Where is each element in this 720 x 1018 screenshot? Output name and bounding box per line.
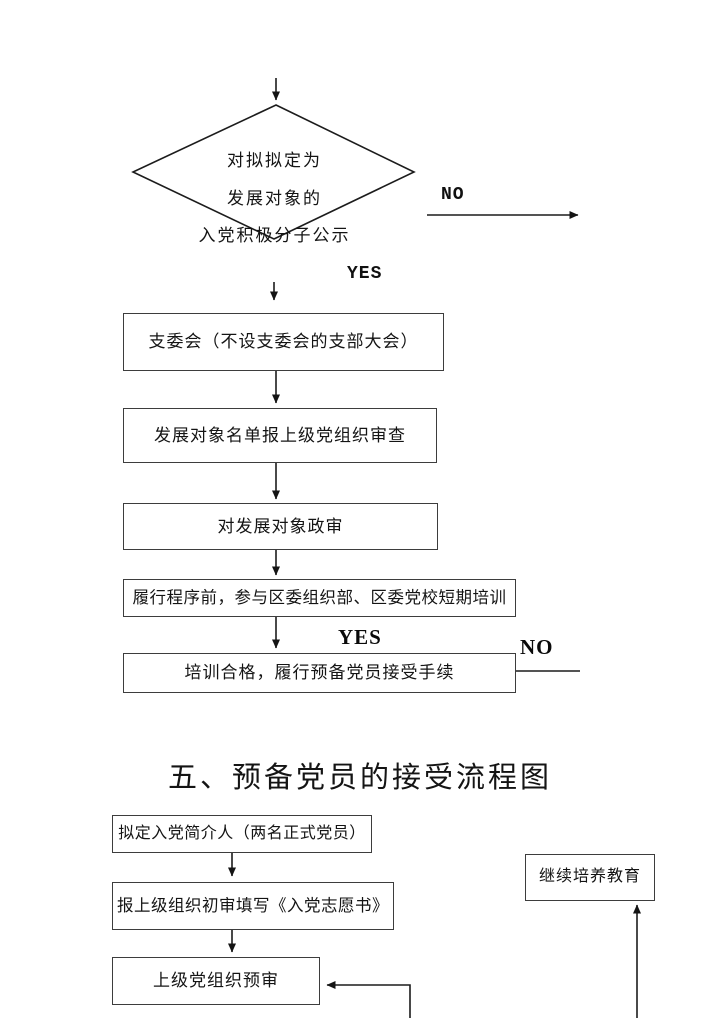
arrow-feedback-into-box8 xyxy=(326,981,411,1018)
node-political-review: 对发展对象政审 xyxy=(123,503,438,550)
node-branch-committee: 支委会（不设支委会的支部大会） xyxy=(123,313,444,371)
node-report-namelist: 发展对象名单报上级党组织审查 xyxy=(123,408,437,463)
node-fill-application-form: 报上级组织初审填写《入党志愿书》 xyxy=(112,882,394,930)
node-training-qualified: 培训合格，履行预备党员接受手续 xyxy=(123,653,516,693)
no-label-top: NO xyxy=(441,185,465,205)
no-label-bold: NO xyxy=(520,635,554,659)
node-higher-org-preview: 上级党组织预审 xyxy=(112,957,320,1005)
node-short-term-training: 履行程序前，参与区委组织部、区委党校短期培训 xyxy=(123,579,516,617)
node-party-introducers: 拟定入党简介人（两名正式党员） xyxy=(112,815,372,853)
yes-label-bold: YES xyxy=(338,625,382,649)
diamond-text-line2: 发展对象的 xyxy=(227,189,322,208)
diamond-text-line3: 入党积极分子公示 xyxy=(198,226,351,245)
diamond-text-line1: 对拟拟定为 xyxy=(227,151,322,170)
section-title: 五、预备党员的接受流程图 xyxy=(167,762,552,794)
yes-label-top: YES xyxy=(347,264,383,284)
node-continue-education: 继续培养教育 xyxy=(525,854,655,901)
decision-diamond-shape xyxy=(131,104,416,240)
